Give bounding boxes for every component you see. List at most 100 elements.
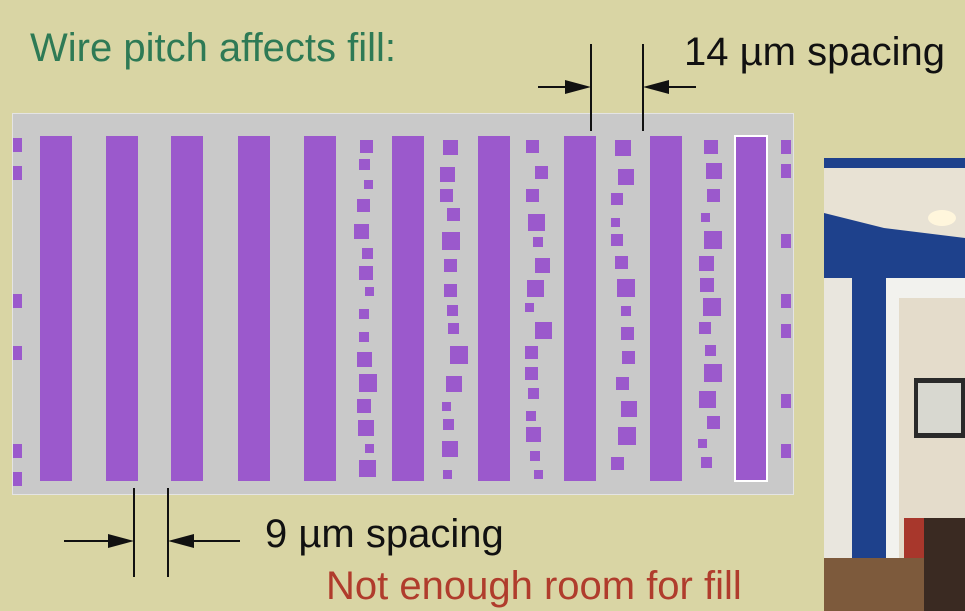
fill-square xyxy=(442,441,458,457)
fill-square xyxy=(535,322,552,339)
fill-square xyxy=(527,280,544,297)
fill-square xyxy=(621,327,634,340)
arrowhead-right-icon xyxy=(108,534,134,548)
fill-note: Not enough room for fill xyxy=(326,564,742,608)
wire-line xyxy=(650,136,682,481)
fill-square xyxy=(618,427,636,445)
fill-square xyxy=(362,248,373,259)
fill-square xyxy=(450,346,468,364)
fill-square xyxy=(611,193,623,205)
fill-square xyxy=(357,199,370,212)
fill-square xyxy=(359,159,370,170)
fill-square xyxy=(611,234,623,246)
fill-square xyxy=(781,394,791,408)
fill-square xyxy=(359,460,376,477)
fill-square xyxy=(358,420,374,436)
fill-square xyxy=(365,444,374,453)
wire-line xyxy=(734,135,768,482)
wire-line xyxy=(392,136,424,481)
fill-square xyxy=(13,472,22,486)
fill-square xyxy=(443,470,452,479)
fill-square xyxy=(699,322,711,334)
fill-square xyxy=(525,346,538,359)
fill-square xyxy=(781,294,791,308)
wide-spacing-label: 14 µm spacing xyxy=(684,30,945,74)
fill-square xyxy=(535,166,548,179)
fill-square xyxy=(622,351,635,364)
fill-square xyxy=(359,332,369,342)
fill-square xyxy=(699,391,716,408)
fill-square xyxy=(528,388,539,399)
fill-square xyxy=(707,189,720,202)
fill-square xyxy=(360,140,373,153)
fill-square xyxy=(526,189,539,202)
wire-layout-drawing xyxy=(13,135,791,486)
fill-square xyxy=(611,457,624,470)
fill-square xyxy=(365,287,374,296)
fill-square xyxy=(444,284,457,297)
fill-square xyxy=(701,457,712,468)
fill-square xyxy=(359,266,373,280)
fill-square xyxy=(698,439,707,448)
fill-square xyxy=(706,163,722,179)
fill-square xyxy=(704,140,718,154)
fill-square xyxy=(621,306,631,316)
fill-square xyxy=(617,279,635,297)
fill-square xyxy=(448,323,459,334)
fill-square xyxy=(357,352,372,367)
narrow-spacing-label: 9 µm spacing xyxy=(265,512,504,556)
arrowhead-left-icon xyxy=(168,534,194,548)
fill-square xyxy=(13,138,22,152)
fill-square xyxy=(781,164,791,178)
wire-group xyxy=(40,135,768,482)
wire-line xyxy=(478,136,510,481)
fill-square xyxy=(703,298,721,316)
fill-square xyxy=(525,303,534,312)
fill-square xyxy=(534,470,543,479)
fill-square xyxy=(618,169,634,185)
fill-square xyxy=(611,218,620,227)
fill-square xyxy=(616,377,629,390)
fill-square xyxy=(442,232,460,250)
fill-square xyxy=(530,451,540,461)
fill-square xyxy=(13,346,22,360)
fill-square xyxy=(615,140,631,156)
fill-square xyxy=(443,140,458,155)
fill-square xyxy=(13,444,22,458)
fill-square xyxy=(359,374,377,392)
fill-square xyxy=(444,259,457,272)
fill-square xyxy=(447,208,460,221)
fill-square xyxy=(781,140,791,154)
fill-square xyxy=(357,399,371,413)
fill-square xyxy=(781,234,791,248)
fill-square xyxy=(781,324,791,338)
fill-square xyxy=(699,256,714,271)
fill-square xyxy=(615,256,628,269)
arrowhead-left-icon xyxy=(643,80,669,94)
fill-square xyxy=(440,189,453,202)
fill-square xyxy=(533,237,543,247)
fill-square xyxy=(525,367,538,380)
fill-square xyxy=(13,294,22,308)
fill-square xyxy=(447,305,458,316)
fill-square xyxy=(526,140,539,153)
fill-square xyxy=(528,214,545,231)
fill-square xyxy=(707,416,720,429)
fill-square xyxy=(704,231,722,249)
fill-square xyxy=(701,213,710,222)
fill-square xyxy=(364,180,373,189)
wire-line xyxy=(238,136,270,481)
fill-square xyxy=(442,402,451,411)
fill-square xyxy=(526,427,541,442)
wire-line xyxy=(304,136,336,481)
fill-square xyxy=(700,278,714,292)
slide-title: Wire pitch affects fill: xyxy=(30,26,397,70)
wire-line xyxy=(40,136,72,481)
fill-square xyxy=(13,166,22,180)
fill-square xyxy=(440,167,455,182)
fill-square xyxy=(705,345,716,356)
fill-square xyxy=(535,258,550,273)
fill-square xyxy=(526,411,536,421)
wire-layout-panel xyxy=(13,114,793,494)
fill-group xyxy=(13,138,791,486)
